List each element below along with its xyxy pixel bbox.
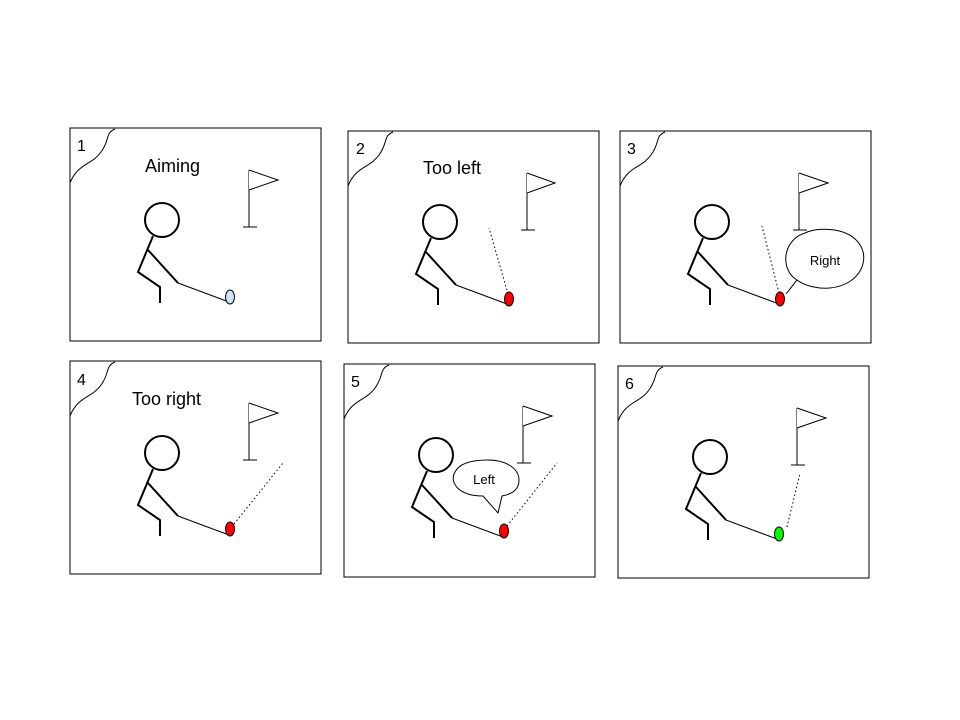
panel-4-golfer-body: [136, 468, 161, 536]
panel-1: 1 Aiming: [69, 127, 322, 342]
panel-4-ball: [225, 521, 235, 537]
panel-5-golfer-head: [418, 437, 454, 473]
panel-2-flag: [521, 172, 557, 231]
panel-5-golfer-body: [410, 470, 435, 538]
panel-5-bubble-shape: [452, 459, 520, 515]
panel-4-flag-cloth: [248, 402, 280, 424]
panel-4-aim-line: [233, 462, 284, 525]
panel-3-golfer-head: [694, 204, 730, 240]
panel-6-corner-curve: [617, 366, 664, 422]
panel-4-corner-curve: [69, 361, 116, 417]
panel-4-flag: [243, 402, 280, 461]
panel-6-flag: [791, 407, 828, 466]
panel-5-golfer-arm: [421, 484, 453, 519]
panel-4-golf-club: [177, 515, 230, 536]
panel-3-golfer-arm: [697, 251, 729, 286]
panel-3-bubble-shape: [785, 228, 865, 295]
panel-1-flag: [243, 169, 280, 228]
panel-1-golfer: [136, 202, 230, 303]
panel-2-golfer-head: [422, 204, 458, 240]
panel-2: 2 Too left: [347, 130, 600, 344]
panel-2-golfer-body: [414, 237, 439, 305]
panel-6-flag-cloth: [796, 407, 828, 429]
panel-2-golfer: [414, 204, 508, 305]
panel-2-golfer-arm: [425, 251, 457, 286]
panel-3-ball: [775, 291, 785, 307]
panel-1-corner-curve: [69, 128, 116, 184]
panel-3-flag: [793, 172, 830, 231]
panel-6-golfer-head: [692, 439, 728, 475]
panel-1-golfer-head: [144, 202, 180, 238]
panel-1-frame: [69, 127, 322, 342]
panel-5-golfer: [410, 437, 504, 538]
panel-3-golfer-body: [686, 237, 711, 305]
panel-4-golfer-head: [144, 435, 180, 471]
panel-5-flag: [517, 405, 554, 464]
panel-1-golfer-arm: [147, 249, 179, 284]
panel-3-golfer: [686, 204, 780, 305]
panel-2-ball: [504, 291, 514, 307]
panel-3-speech-bubble: Right: [785, 228, 865, 295]
panel-2-flag-cloth: [526, 172, 557, 194]
panel-3-corner-curve: [619, 131, 666, 187]
panel-5-speech-bubble: Left: [452, 459, 520, 515]
panel-1-golf-club: [177, 282, 230, 303]
panel-2-frame: [347, 130, 600, 344]
panel-3-golf-club: [727, 284, 780, 305]
panel-3: 3 Right: [619, 130, 872, 344]
panel-2-caption: Too left: [423, 158, 481, 178]
panel-6-ball: [774, 526, 784, 542]
panel-5: 5 Left: [343, 363, 596, 578]
panel-3-flag-cloth: [798, 172, 830, 194]
panel-1-flag-cloth: [248, 169, 280, 191]
panel-5-flag-cloth: [522, 405, 554, 427]
panel-5-corner-curve: [343, 364, 390, 420]
panel-6-aim-line: [786, 472, 801, 528]
panel-5-ball: [499, 523, 509, 539]
panel-5-golf-club: [451, 517, 504, 538]
panel-5-bubble-text: Left: [473, 472, 495, 487]
panel-1-number: 1: [77, 138, 86, 155]
panel-6-frame: [617, 365, 870, 579]
panel-6: 6: [617, 365, 870, 579]
panel-5-aim-line: [506, 462, 558, 527]
panel-2-golf-club: [455, 284, 508, 305]
panel-1-golfer-body: [136, 235, 161, 303]
panel-4-golfer: [136, 435, 230, 536]
panel-4: 4 Too right: [69, 360, 322, 575]
panel-1-caption: Aiming: [145, 156, 200, 176]
panel-6-golfer-body: [684, 472, 709, 540]
panel-6-golfer: [684, 439, 778, 540]
panel-3-bubble-text: Right: [810, 253, 841, 268]
panel-1-ball: [225, 289, 235, 305]
panel-2-aim-line: [488, 227, 509, 295]
panel-6-golfer-arm: [695, 486, 727, 521]
panel-4-golfer-arm: [147, 482, 179, 517]
panel-6-number: 6: [625, 376, 634, 393]
panel-3-number: 3: [627, 141, 636, 158]
panel-2-number: 2: [356, 141, 365, 158]
panel-4-caption: Too right: [132, 389, 201, 409]
panel-6-golf-club: [725, 519, 778, 540]
panel-5-number: 5: [351, 374, 360, 391]
panel-4-number: 4: [77, 372, 86, 389]
panel-2-corner-curve: [347, 131, 394, 187]
